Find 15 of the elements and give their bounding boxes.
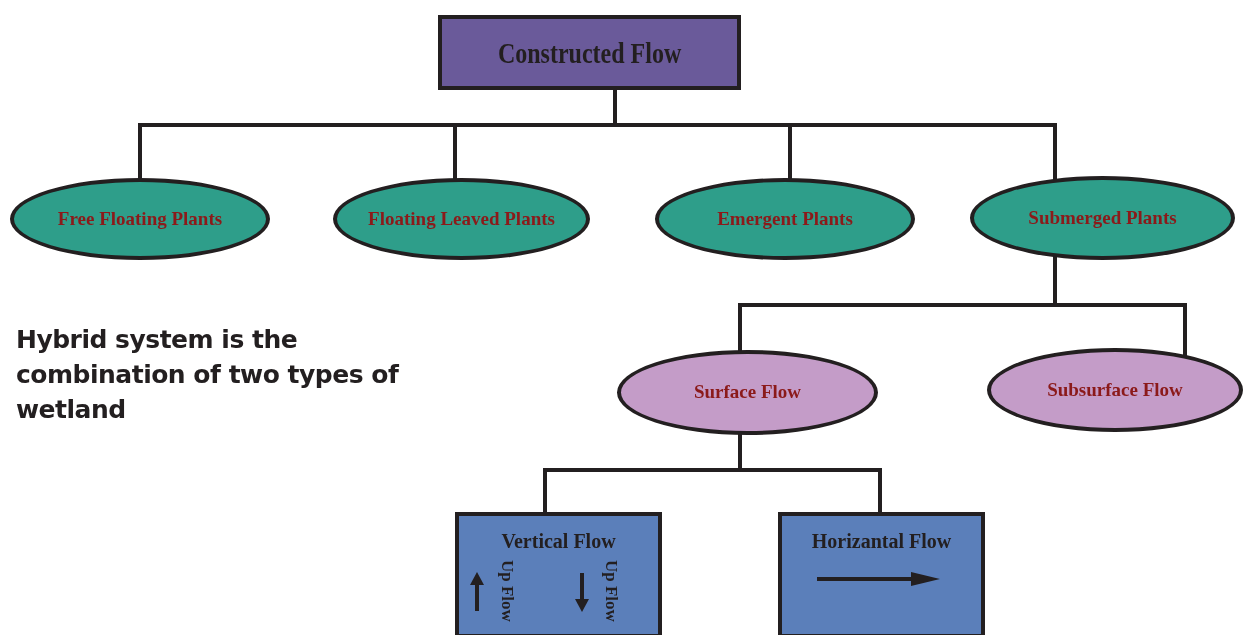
flow-box: [455, 512, 662, 635]
node-label: Floating Leaved Plants: [367, 206, 556, 231]
flow-box: [778, 512, 985, 635]
title-box: [438, 15, 741, 90]
vertical-label: Up Flow: [601, 560, 621, 622]
box-heading: Vertical Flow: [500, 530, 617, 553]
node-label: Free Floating Plants: [56, 206, 224, 231]
node-label: Subsurface Flow: [1046, 377, 1184, 402]
node-label: Emergent Plants: [716, 206, 854, 231]
box-heading: Horizantal Flow: [810, 530, 953, 553]
node-label: Submerged Plants: [1027, 205, 1178, 230]
title-text: Constructed Flow: [497, 35, 682, 70]
node-label: Surface Flow: [692, 380, 803, 405]
vertical-label: Up Flow: [497, 560, 517, 622]
note-text: Hybrid system is the combination of two types of wetland: [16, 324, 400, 426]
